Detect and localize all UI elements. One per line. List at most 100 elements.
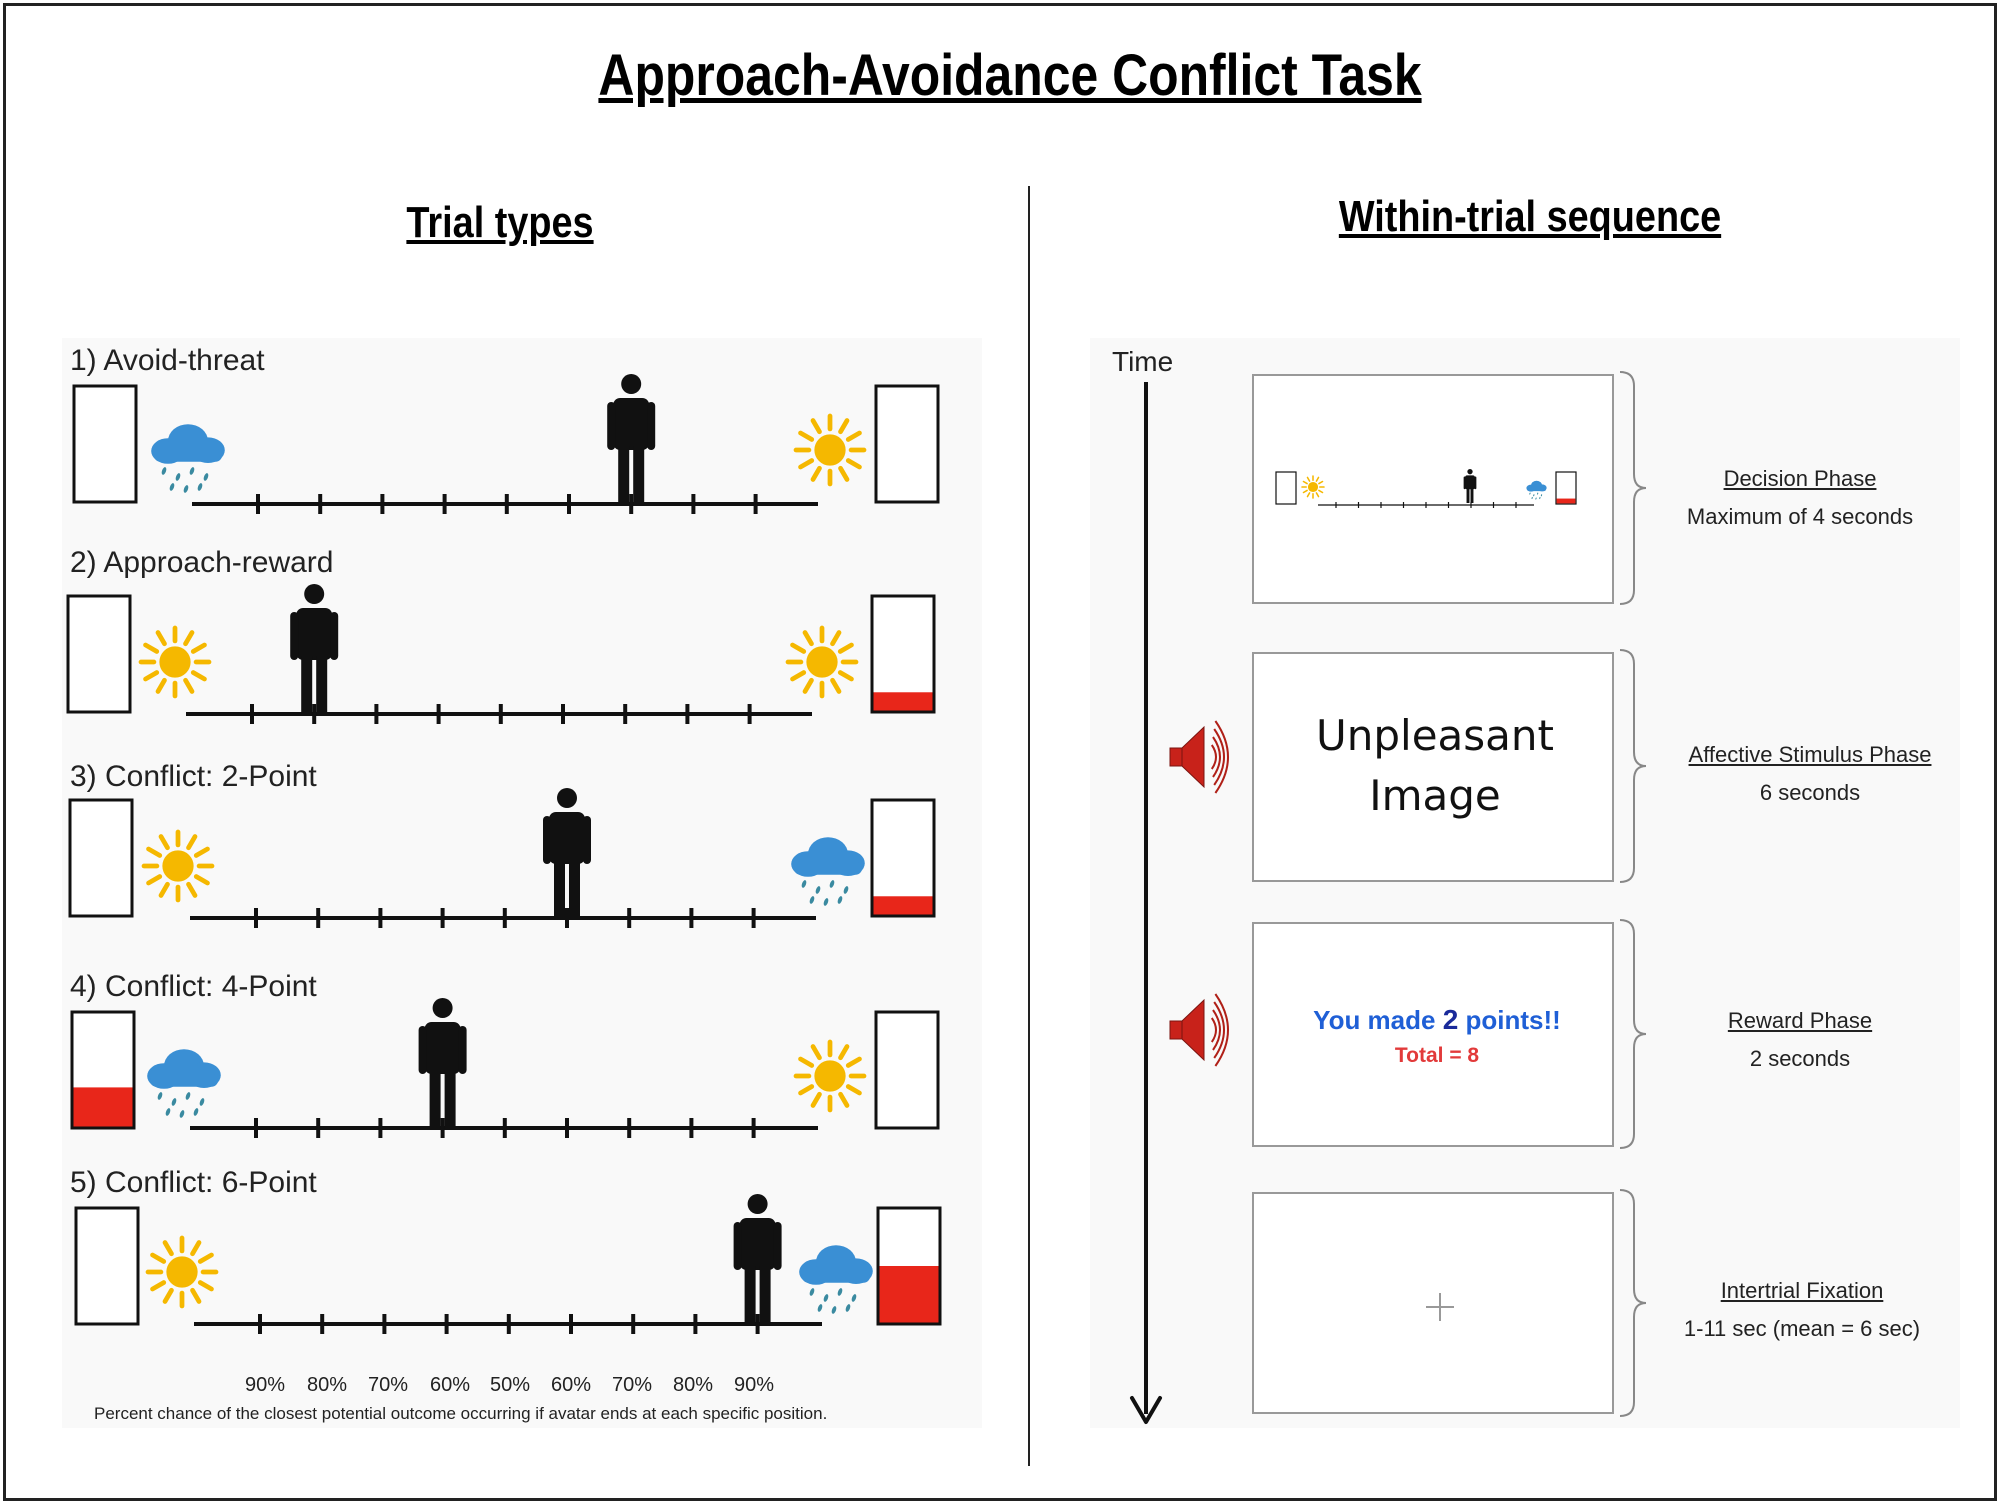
sun-ray — [183, 677, 195, 694]
sun-disc — [162, 850, 194, 882]
rain-drop — [837, 1288, 843, 1296]
sun-ray — [190, 1287, 202, 1304]
percent-label: 80% — [306, 1374, 348, 1396]
phase-brace — [1619, 371, 1647, 605]
sound-wave — [1214, 993, 1229, 1067]
avatar-leg — [618, 446, 630, 502]
phase-duration-reward: 2 seconds — [1749, 1046, 1851, 1071]
sun-ray — [838, 418, 850, 435]
total-value: 8 — [1467, 1044, 1480, 1067]
cloud-base — [1527, 487, 1546, 492]
sun-ray — [838, 465, 850, 482]
sun-ray — [837, 670, 854, 682]
rain-drop — [183, 485, 189, 493]
time-axis-label: Time — [1112, 346, 1174, 377]
rain-drop — [851, 1294, 857, 1302]
avatar-head — [621, 374, 642, 394]
speaker-body — [1169, 747, 1183, 767]
phase-name-decision: Decision Phase — [1723, 466, 1877, 491]
avatar-arm — [773, 1222, 782, 1270]
sun-ray — [790, 642, 807, 654]
panel-divider — [1028, 186, 1030, 1466]
rain-drop — [1537, 492, 1539, 495]
speaker-cone — [1181, 725, 1205, 789]
percent-labels: 90% 80% 70% 60% 50% 60% 70% 80% 90% — [240, 1374, 780, 1404]
rain-drop — [1535, 497, 1537, 500]
avatar-leg — [301, 656, 313, 712]
cloud-icon — [791, 837, 865, 906]
avatar-torso — [739, 1218, 776, 1270]
rain-drop — [185, 1092, 191, 1100]
phase-name-reward: Reward Phase — [1727, 1008, 1873, 1033]
avatar-torso — [296, 608, 333, 660]
sun-ray — [1306, 476, 1311, 482]
reward-prefix: You made — [1313, 1005, 1436, 1035]
rain-drop — [165, 1108, 171, 1116]
sun-ray — [158, 881, 170, 898]
stimulus-text: Unpleasant Image — [1255, 706, 1615, 826]
sun-ray — [802, 677, 814, 694]
rain-drop — [809, 1288, 815, 1296]
meter-fill — [873, 896, 933, 915]
avatar-head — [557, 788, 577, 808]
affective-stimulus-box — [1252, 652, 1614, 882]
point-meter — [68, 798, 134, 918]
reward-total: Total = 8 — [1252, 1044, 1622, 1068]
sun-ray — [1302, 489, 1308, 494]
meter-frame — [874, 1010, 940, 1130]
trial-types-panel — [62, 338, 982, 1428]
trial-label-conflict-2: 3) Conflict: 2-Point — [70, 760, 317, 793]
meter-frame — [68, 798, 134, 918]
trial-row — [72, 374, 940, 514]
rain-drop — [809, 896, 815, 904]
avatar-icon — [290, 584, 339, 712]
point-meter — [1555, 471, 1577, 505]
rain-drop — [203, 473, 209, 481]
sun-ray — [810, 418, 822, 435]
rain-drop — [189, 467, 195, 475]
position-track — [190, 908, 816, 928]
sun-ray — [845, 430, 862, 442]
sun-icon — [785, 625, 859, 699]
meter-frame — [66, 594, 132, 714]
fixation-box — [1252, 1192, 1614, 1414]
sun-disc — [1307, 481, 1319, 493]
avatar-leg — [569, 860, 580, 916]
point-meter — [870, 594, 936, 714]
rain-drop — [169, 483, 175, 491]
cloud-base — [802, 1270, 870, 1283]
stimulus-text-line1: Unpleasant — [1316, 711, 1554, 760]
meter-frame — [74, 1206, 140, 1326]
sun-ray — [798, 1084, 815, 1096]
meter-frame — [874, 384, 940, 504]
figure-title: Approach-Avoidance Conflict Task — [598, 43, 1422, 108]
sun-icon — [793, 413, 867, 487]
sun-icon — [138, 625, 212, 699]
sun-ray — [190, 642, 207, 654]
rain-drop — [157, 1092, 163, 1100]
rain-drop — [193, 1108, 199, 1116]
point-meter — [874, 384, 940, 504]
sun-ray — [845, 1056, 862, 1068]
rain-drop — [829, 880, 835, 888]
phase-duration-affective: 6 seconds — [1759, 780, 1861, 805]
sun-ray — [1302, 480, 1308, 485]
point-meter — [70, 1010, 136, 1130]
sun-ray — [1315, 476, 1320, 482]
avatar-leg — [744, 1266, 756, 1322]
rain-drop — [197, 483, 203, 491]
rain-drop — [831, 1306, 837, 1314]
trial-row — [68, 788, 936, 928]
sound-wave — [1212, 1009, 1221, 1051]
percent-label: 70% — [611, 1374, 653, 1396]
sun-ray — [810, 1044, 822, 1061]
reward-points: 2 — [1442, 1004, 1459, 1035]
avatar-icon — [733, 1194, 782, 1322]
sun-ray — [845, 1084, 862, 1096]
avatar-arm — [583, 816, 591, 864]
rain-drop — [1533, 494, 1535, 497]
avatar-arm — [1463, 476, 1466, 490]
avatar-arm — [647, 402, 656, 450]
trial-label-approach-reward: 2) Approach-reward — [70, 546, 334, 579]
avatar-leg — [1470, 488, 1474, 503]
